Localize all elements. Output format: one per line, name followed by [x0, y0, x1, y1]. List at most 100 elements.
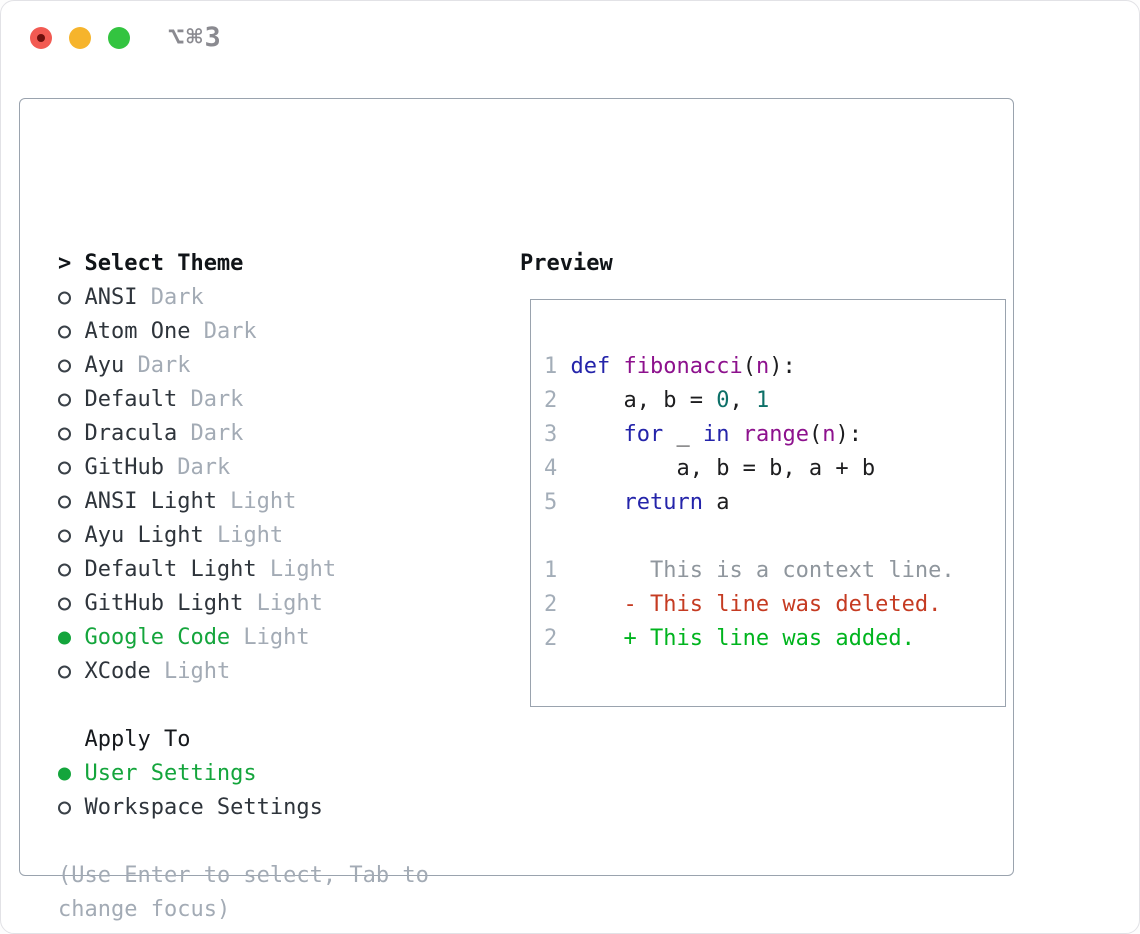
- item-label: Default: [84, 387, 178, 412]
- radio-unselected-icon: [58, 597, 71, 611]
- traffic-light-minimize-button[interactable]: [69, 27, 91, 49]
- token-literal: 1: [755, 388, 770, 413]
- line-number: 1: [544, 558, 558, 583]
- traffic-light-close-button[interactable]: [30, 27, 52, 49]
- apply-to-title: Apply To: [84, 727, 191, 752]
- theme-item[interactable]: Ayu Light Light: [58, 519, 336, 553]
- item-variant-tag: Light: [230, 625, 310, 650]
- token-keyword: in: [702, 422, 730, 447]
- item-label: Atom One: [84, 319, 191, 344]
- radio-selected-icon: [58, 767, 71, 781]
- radio-unselected-icon: [58, 427, 71, 441]
- line-number: 2: [544, 626, 558, 651]
- theme-item[interactable]: Google Code Light: [58, 621, 336, 655]
- theme-item[interactable]: ANSI Dark: [58, 281, 336, 315]
- line-number: 2: [544, 592, 558, 617]
- line-number: 2: [544, 388, 558, 413]
- radio-unselected-icon: [58, 495, 71, 509]
- radio-unselected-icon: [58, 325, 71, 339]
- traffic-light-zoom-button[interactable]: [108, 27, 130, 49]
- preview-title: Preview: [520, 251, 613, 276]
- code-line: 4 a, b = b, a + b: [544, 452, 955, 486]
- token-plain: _: [663, 422, 703, 447]
- theme-item[interactable]: GitHub Light Light: [58, 587, 336, 621]
- token-plain: a, b =: [570, 388, 717, 413]
- token-literal: 0: [716, 388, 730, 413]
- token-plain: [571, 422, 624, 447]
- radio-unselected-icon: [58, 393, 71, 407]
- theme-item[interactable]: Atom One Dark: [58, 315, 336, 349]
- theme-item[interactable]: Dracula Dark: [58, 417, 336, 451]
- token-plain: (: [742, 354, 756, 379]
- theme-item[interactable]: Default Light Light: [58, 553, 336, 587]
- radio-unselected-icon: [58, 529, 71, 543]
- theme-item[interactable]: ANSI Light Light: [58, 485, 336, 519]
- item-label: Dracula: [84, 421, 178, 446]
- theme-item[interactable]: XCode Light: [58, 655, 336, 689]
- radio-unselected-icon: [58, 563, 71, 577]
- diff-line-added: 2 + This line was added.: [544, 622, 955, 656]
- window-title: ⌥⌘3: [168, 22, 223, 53]
- diff-text: - This line was deleted.: [570, 592, 942, 617]
- radio-unselected-icon: [58, 801, 71, 815]
- radio-unselected-icon: [58, 359, 71, 373]
- item-label: Google Code: [84, 625, 231, 650]
- token-name: fibonacci: [623, 354, 743, 379]
- line-number: 4: [544, 456, 558, 481]
- item-variant-tag: Dark: [177, 421, 244, 446]
- token-name: range: [742, 422, 809, 447]
- item-variant-tag: Light: [203, 523, 284, 548]
- radio-unselected-icon: [58, 461, 71, 475]
- radio-unselected-icon: [58, 665, 71, 679]
- item-label: GitHub: [84, 455, 164, 480]
- item-variant-tag: Light: [150, 659, 231, 684]
- code-line: 2 a, b = 0, 1: [544, 384, 955, 418]
- code-line: 1 def fibonacci(n):: [544, 350, 955, 384]
- item-label: User Settings: [84, 761, 257, 786]
- item-label: Workspace Settings: [84, 795, 323, 820]
- code-line: 3 for _ in range(n):: [544, 418, 955, 452]
- item-label: ANSI Light: [84, 489, 217, 514]
- focus-caret-icon: >: [58, 251, 72, 276]
- select-theme-title: Select Theme: [84, 251, 244, 276]
- select-theme-header: > Select Theme: [58, 247, 336, 281]
- diff-line-deleted: 2 - This line was deleted.: [544, 588, 955, 622]
- code-line: 5 return a: [544, 486, 955, 520]
- token-name: n: [822, 422, 836, 447]
- token-plain: ,: [729, 388, 756, 413]
- item-variant-tag: Dark: [177, 387, 244, 412]
- item-variant-tag: Light: [243, 591, 323, 616]
- token-keyword: def: [570, 354, 611, 379]
- diff-text: + This line was added.: [570, 626, 915, 651]
- apply-to-option[interactable]: User Settings: [58, 757, 336, 791]
- token-plain: [571, 490, 624, 515]
- item-label: Ayu Light: [84, 523, 204, 548]
- token-keyword: for: [623, 422, 664, 447]
- token-plain: [729, 422, 742, 447]
- theme-item[interactable]: GitHub Dark: [58, 451, 336, 485]
- item-label: Ayu: [84, 353, 125, 378]
- item-variant-tag: Dark: [124, 353, 191, 378]
- radio-selected-icon: [58, 631, 71, 645]
- apply-to-option[interactable]: Workspace Settings: [58, 791, 336, 825]
- theme-item[interactable]: Ayu Dark: [58, 349, 336, 383]
- unsaved-changes-dot-icon: [37, 34, 45, 42]
- item-label: XCode: [84, 659, 151, 684]
- item-label: ANSI: [84, 285, 138, 310]
- diff-text: This is a context line.: [570, 558, 955, 583]
- token-plain: ):: [769, 354, 796, 379]
- item-variant-tag: Dark: [137, 285, 204, 310]
- radio-unselected-icon: [58, 291, 71, 305]
- spacer: [544, 316, 955, 350]
- theme-item[interactable]: Default Dark: [58, 383, 336, 417]
- token-plain: [610, 354, 623, 379]
- token-keyword: return: [623, 490, 703, 515]
- token-plain: ):: [835, 422, 862, 447]
- item-variant-tag: Light: [256, 557, 337, 582]
- item-variant-tag: Light: [216, 489, 297, 514]
- spacer: [544, 520, 955, 554]
